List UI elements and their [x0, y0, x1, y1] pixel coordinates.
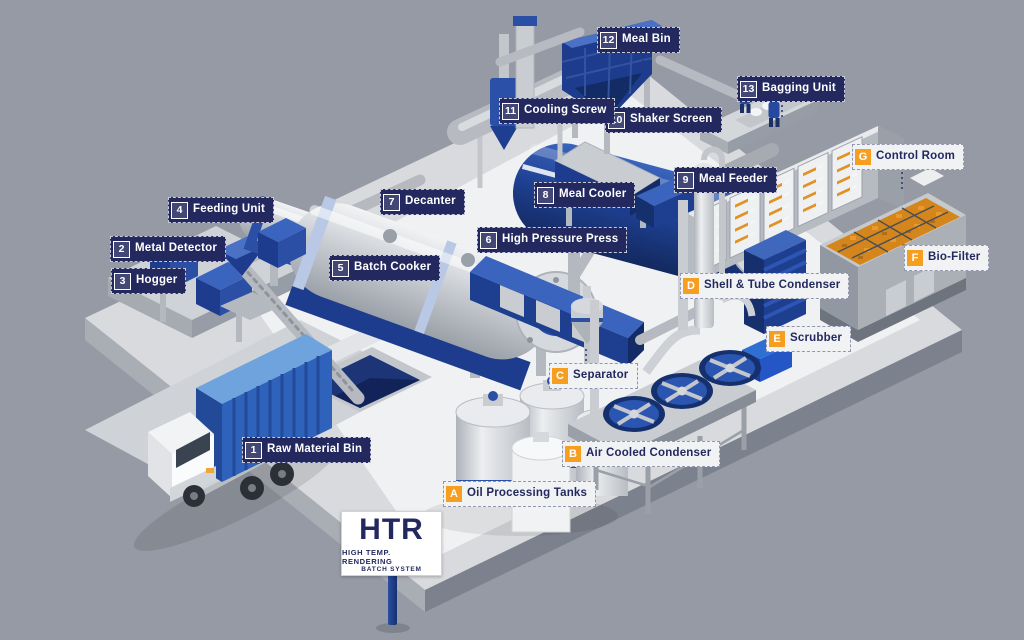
label-hogger: 3 Hogger — [111, 268, 187, 294]
sign-subtitle: HIGH TEMP. RENDERING — [342, 547, 393, 566]
sign-shadow — [376, 623, 410, 633]
label-separator: C Separator — [549, 363, 638, 389]
label-number: 11 — [502, 102, 519, 120]
label-air-cooled-condenser: B Air Cooled Condenser — [562, 441, 721, 467]
label-letter: D — [683, 278, 699, 294]
label-meal-bin: 12 Meal Bin — [597, 27, 680, 53]
label-letter: C — [552, 368, 568, 384]
sign-title: HTR — [359, 512, 424, 546]
label-feeding-unit: 4 Feeding Unit — [168, 197, 275, 223]
label-number: 1 — [245, 441, 262, 459]
label-number: 8 — [537, 186, 554, 204]
htr-sign: HTR HIGH TEMP. RENDERING BATCH SYSTEM — [341, 511, 442, 576]
label-oil-processing-tanks: A Oil Processing Tanks — [443, 481, 597, 507]
label-bagging-unit: 13 Bagging Unit — [737, 76, 845, 102]
label-number: 3 — [114, 272, 131, 290]
label-number: 6 — [480, 231, 497, 249]
label-number: 4 — [171, 201, 188, 219]
label-raw-material-bin: 1 Raw Material Bin — [242, 437, 372, 463]
label-letter: F — [907, 250, 923, 266]
label-shaker-screen: 10 Shaker Screen — [605, 107, 722, 133]
label-number: 9 — [677, 171, 694, 189]
label-number: 13 — [740, 80, 757, 98]
label-meal-feeder: 9 Meal Feeder — [674, 167, 777, 193]
label-letter: E — [769, 331, 785, 347]
bio-filter-bed — [820, 168, 966, 342]
sign-subtitle-2: BATCH SYSTEM — [361, 565, 422, 573]
label-meal-cooler: 8 Meal Cooler — [534, 182, 636, 208]
sign-post — [388, 574, 397, 625]
label-bio-filter: F Bio-Filter — [904, 245, 990, 271]
label-number: 12 — [600, 31, 617, 49]
label-number: 2 — [113, 240, 130, 258]
label-batch-cooker: 5 Batch Cooker — [329, 255, 441, 281]
label-letter: B — [565, 446, 581, 462]
label-scrubber: E Scrubber — [766, 326, 852, 352]
label-cooling-screw: 11 Cooling Screw — [499, 98, 616, 124]
label-shell-tube-condenser: D Shell & Tube Condenser — [680, 273, 850, 299]
label-number: 7 — [383, 193, 400, 211]
label-decanter: 7 Decanter — [380, 189, 465, 215]
label-metal-detector: 2 Metal Detector — [110, 236, 227, 262]
label-letter: A — [446, 486, 462, 502]
label-high-pressure-press: 6 High Pressure Press — [477, 227, 628, 253]
label-number: 5 — [332, 259, 349, 277]
label-control-room: G Control Room — [852, 144, 965, 170]
label-letter: G — [855, 149, 871, 165]
